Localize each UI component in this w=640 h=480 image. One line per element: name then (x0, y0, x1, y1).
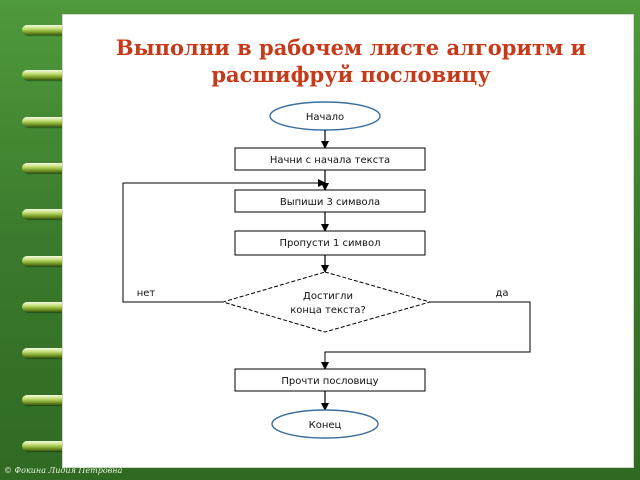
decision-end-of-text (221, 271, 432, 333)
no-branch-label: нет (137, 288, 156, 299)
title-line-2: расшифруй пословицу (211, 62, 491, 87)
decision-label-line-1: Достигли (303, 291, 353, 302)
slide-title: Выполни в рабочем листе алгоритм и расши… (62, 34, 640, 88)
process-write-3-symbols-label: Выпиши 3 символа (280, 197, 380, 208)
end-label: Конец (309, 420, 342, 431)
loop-no-branch (122, 179, 326, 303)
end-terminator (271, 409, 379, 439)
process-skip-1-symbol-label: Пропусти 1 символ (280, 238, 381, 249)
process-start-text-label: Начни с начала текста (270, 155, 390, 166)
process-skip-1-symbol (234, 230, 426, 256)
process-start-text (234, 147, 426, 171)
decision-label-line-2: конца текста? (290, 305, 366, 316)
process-write-3-symbols (234, 189, 426, 213)
yes-branch (321, 301, 531, 370)
process-read-proverb (234, 368, 426, 392)
start-label: Начало (306, 112, 344, 123)
process-read-proverb-label: Прочти пословицу (281, 376, 378, 387)
copyright-note: © Фокина Лидия Петровна (4, 466, 123, 475)
yes-branch-label: да (495, 288, 508, 299)
title-line-1: Выполни в рабочем листе алгоритм и (115, 35, 587, 60)
